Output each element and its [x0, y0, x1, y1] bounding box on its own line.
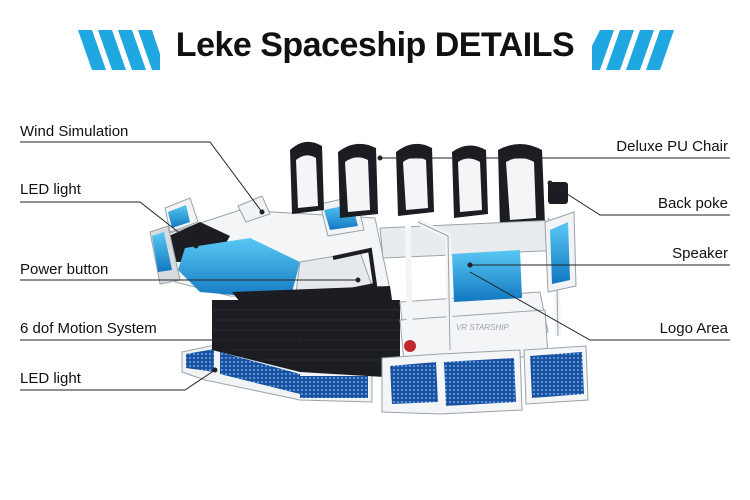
rear-led-steps	[381, 345, 589, 415]
leader-back-poke	[549, 182, 730, 216]
leader-logo-area	[469, 271, 730, 341]
seat-1	[290, 141, 324, 214]
rear-frame	[379, 211, 577, 363]
header-stripes-left	[78, 30, 160, 70]
leader-wind-simulation	[20, 141, 263, 213]
seat-2	[338, 143, 378, 218]
callout-power-button: Power button	[20, 261, 109, 278]
page-title: Leke Spaceship DETAILS	[175, 26, 575, 64]
callout-wind-simulation: Wind Simulation	[20, 123, 129, 140]
callout-led-light-top: LED light	[20, 181, 81, 198]
leader-led-light-top	[20, 201, 197, 247]
callout-deluxe-pu-chair: Deluxe PU Chair	[616, 138, 728, 155]
base-platform	[181, 344, 373, 403]
header-stripes-right	[592, 30, 674, 70]
seat-4	[452, 145, 488, 218]
callout-logo-area: Logo Area	[659, 320, 728, 337]
seat-5	[498, 144, 545, 228]
seat-3	[396, 143, 434, 216]
callout-back-poke: Back poke	[657, 195, 728, 212]
callout-lines	[20, 141, 730, 391]
badge-text: VR STARSHIP	[456, 323, 509, 332]
seats	[290, 141, 568, 228]
callout-motion-system: 6 dof Motion System	[20, 320, 157, 337]
callout-led-light-bottom: LED light	[20, 370, 81, 387]
callout-speaker: Speaker	[672, 245, 728, 262]
leader-led-light-bottom	[20, 369, 216, 391]
